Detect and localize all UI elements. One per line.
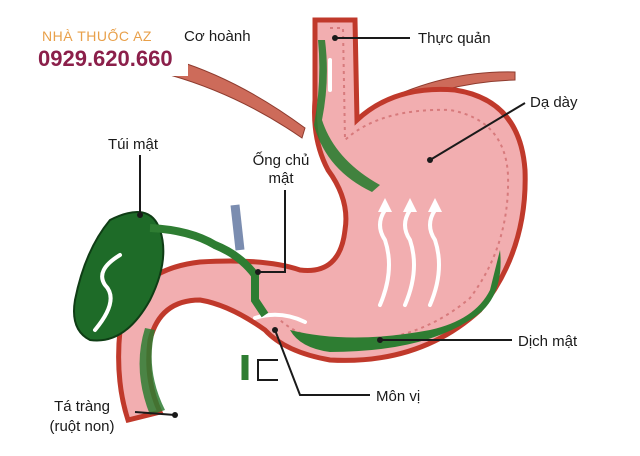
hepatic-duct <box>230 204 245 251</box>
stomach-inner-lining <box>279 27 510 344</box>
gallbladder-flow-arrow <box>93 253 122 332</box>
label-duodenum-line2: (ruột non) <box>49 418 115 435</box>
cystic-duct <box>149 224 269 318</box>
label-gallbladder: Túi mật <box>108 136 159 153</box>
label-pylorus: Môn vị <box>376 388 421 405</box>
label-bile-duct-line2: mật <box>268 170 294 187</box>
brand-phone: 0929.620.660 <box>38 46 173 71</box>
label-stomach: Dạ dày <box>530 94 578 111</box>
stomach-shape <box>116 17 528 423</box>
bile-pool-stomach <box>290 250 501 352</box>
label-bile-duct-line1: Ống chủ <box>252 152 310 169</box>
callout-dots <box>137 35 433 418</box>
reflux-arrows <box>253 58 441 324</box>
brand-name: NHÀ THUỐC AZ <box>42 28 152 44</box>
label-duodenum-line1: Tá tràng <box>54 398 110 415</box>
callout-lines <box>134 37 526 416</box>
bile-stream-duodenum <box>139 328 165 415</box>
bile-stream-esophagus <box>314 40 380 192</box>
label-bile: Dịch mật <box>518 333 578 350</box>
brand-watermark: NHÀ THUỐC AZ 0929.620.660 <box>18 28 188 76</box>
label-esophagus: Thực quản <box>418 30 491 47</box>
reflux-arrowheads <box>378 198 442 212</box>
diaphragm-left <box>169 59 306 139</box>
label-diaphragm: Cơ hoành <box>184 28 251 45</box>
